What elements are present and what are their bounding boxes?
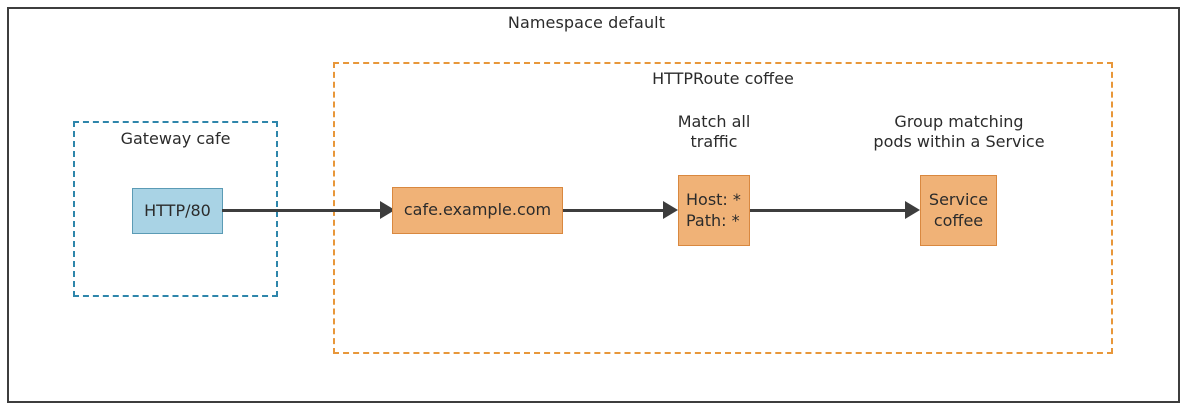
httproute-label: HTTPRoute coffee: [652, 69, 794, 88]
gateway-listener-node: HTTP/80: [132, 188, 223, 234]
httproute-hostname-label: cafe.example.com: [403, 200, 552, 220]
match-caption: Match all traffic: [636, 112, 792, 151]
httproute-hostname-node: cafe.example.com: [392, 187, 563, 234]
backend-service-kind: Service: [928, 189, 989, 209]
service-caption: Group matching pods within a Service: [868, 112, 1050, 151]
edge-match-to-service: [750, 209, 905, 212]
service-caption-line1: Group matching: [894, 112, 1024, 131]
arrowhead-icon: [663, 201, 678, 219]
backend-service-name: coffee: [933, 210, 984, 230]
namespace-label: Namespace default: [507, 13, 666, 32]
match-rule-path: Path: *: [686, 210, 740, 230]
backend-service-node: Service coffee: [920, 175, 997, 246]
httproute-container: [333, 62, 1113, 354]
edge-hostname-to-match: [563, 209, 663, 212]
arrowhead-icon: [380, 201, 395, 219]
httproute-match-node: Host: * Path: *: [678, 175, 750, 246]
edge-listener-to-hostname: [222, 209, 382, 212]
service-caption-line2: pods within a Service: [873, 131, 1045, 151]
match-caption-line2: traffic: [690, 131, 738, 151]
match-caption-line1: Match all: [677, 112, 751, 131]
gateway-label: Gateway cafe: [120, 129, 231, 148]
match-rule-host: Host: *: [686, 189, 741, 209]
gateway-listener-label: HTTP/80: [144, 200, 211, 220]
arrowhead-icon: [905, 201, 920, 219]
